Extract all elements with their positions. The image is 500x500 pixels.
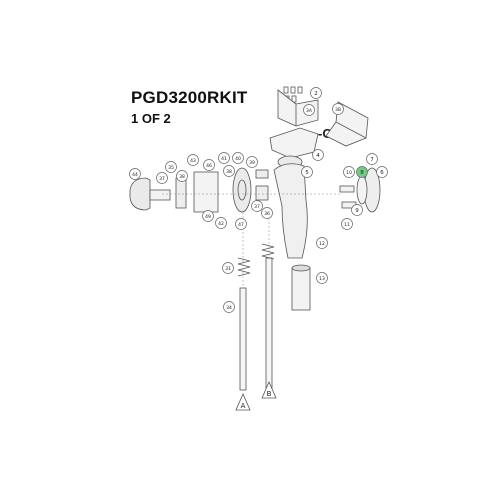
- callout-34: 34: [223, 301, 235, 313]
- callout-label: 31: [225, 266, 231, 272]
- part-4-plate: [269, 127, 319, 159]
- callout-label: 10: [346, 170, 352, 176]
- callout-3A: 3A: [303, 104, 315, 116]
- callout-label: 7: [370, 157, 374, 163]
- reference-label-b: B: [267, 390, 272, 398]
- callout-6: 6: [376, 166, 388, 178]
- callout-label: 5: [305, 170, 309, 176]
- rod-b-spring: [261, 243, 275, 260]
- callout-label: 34: [226, 305, 232, 311]
- rod-b: [265, 257, 273, 389]
- part-12-body: [273, 163, 308, 259]
- reference-triangle-b: [261, 381, 277, 399]
- callout-label: 49: [205, 214, 211, 220]
- part-40-gear: [232, 167, 252, 213]
- callout-31: 31: [222, 262, 234, 274]
- callout-2: 2: [310, 87, 322, 99]
- part-3b-bracket: [325, 101, 369, 147]
- callout-38: 38: [176, 170, 188, 182]
- part-34-rod-a: [239, 287, 247, 391]
- callout-label: 47: [238, 222, 244, 228]
- callout-41: 41: [218, 152, 230, 164]
- callout-label: 35: [168, 165, 174, 171]
- callout-label: 39: [249, 160, 255, 166]
- callout-label: 3B: [335, 107, 341, 113]
- callout-9: 9: [351, 204, 363, 216]
- callout-37: 37: [251, 200, 263, 212]
- callout-44: 44: [129, 168, 141, 180]
- callout-label: 43: [190, 158, 196, 164]
- callout-label: 44: [132, 172, 138, 178]
- sheet-number: 1 OF 2: [131, 111, 171, 126]
- callout-35: 35: [165, 161, 177, 173]
- callout-label: 4: [316, 153, 320, 159]
- part-38-washer: [175, 177, 187, 209]
- part-44-knob: [129, 177, 151, 211]
- part-37-shaft: [149, 189, 171, 201]
- callout-47: 47: [235, 218, 247, 230]
- reference-label-a: A: [241, 402, 246, 410]
- callout-36: 36: [261, 207, 273, 219]
- diagram-title: PGD3200RKIT: [131, 88, 248, 107]
- callout-37: 37: [156, 172, 168, 184]
- callout-label: 13: [319, 276, 325, 282]
- callout-39: 39: [246, 156, 258, 168]
- callout-46: 46: [203, 159, 215, 171]
- callout-label: 37: [159, 176, 165, 182]
- callout-label: 40: [235, 156, 241, 162]
- part-3a-bracket: [277, 89, 319, 127]
- callout-42: 42: [215, 217, 227, 229]
- callout-label: 46: [206, 163, 212, 169]
- callout-label: 38: [179, 174, 185, 180]
- part-13-sleeve: [291, 267, 311, 311]
- callout-7: 7: [366, 153, 378, 165]
- callout-49: 49: [202, 210, 214, 222]
- callout-label: 37: [254, 204, 260, 210]
- callout-label: 2: [314, 91, 318, 97]
- callout-43: 43: [187, 154, 199, 166]
- callout-label: 3A: [306, 108, 313, 114]
- part-43-block: [193, 171, 219, 213]
- callout-label: 6: [380, 170, 384, 176]
- callout-bubbles: 2 3A 3B 4 5 6 7 8 9 10 11 12 13 31 34 35 36 37 37 38 38 39 40 4…: [129, 87, 388, 313]
- part-31-spring: [237, 257, 251, 277]
- leader-lines: [162, 193, 340, 288]
- part-36-bushing: [255, 185, 269, 201]
- callout-label: 42: [218, 221, 224, 227]
- callout-label: 41: [221, 156, 227, 162]
- callout-38: 38: [223, 165, 235, 177]
- reference-triangle-a: [235, 393, 251, 411]
- callout-12: 12: [316, 237, 328, 249]
- callout-label: 36: [264, 211, 270, 217]
- callout-13: 13: [316, 272, 328, 284]
- callout-10: 10: [343, 166, 355, 178]
- part-10-pin: [339, 185, 355, 193]
- part-39-nut: [255, 169, 269, 179]
- callout-4: 4: [312, 149, 324, 161]
- callout-8: 8: [356, 166, 368, 178]
- callout-label: 38: [226, 169, 232, 175]
- callout-5: 5: [301, 166, 313, 178]
- callout-11: 11: [341, 218, 353, 230]
- callout-label: 8: [360, 170, 364, 176]
- callout-3B: 3B: [332, 103, 344, 115]
- part-8-washer: [356, 175, 368, 205]
- callout-label: 11: [344, 222, 350, 228]
- callout-label: 12: [319, 241, 325, 247]
- callout-40: 40: [232, 152, 244, 164]
- callout-label: 9: [355, 208, 359, 214]
